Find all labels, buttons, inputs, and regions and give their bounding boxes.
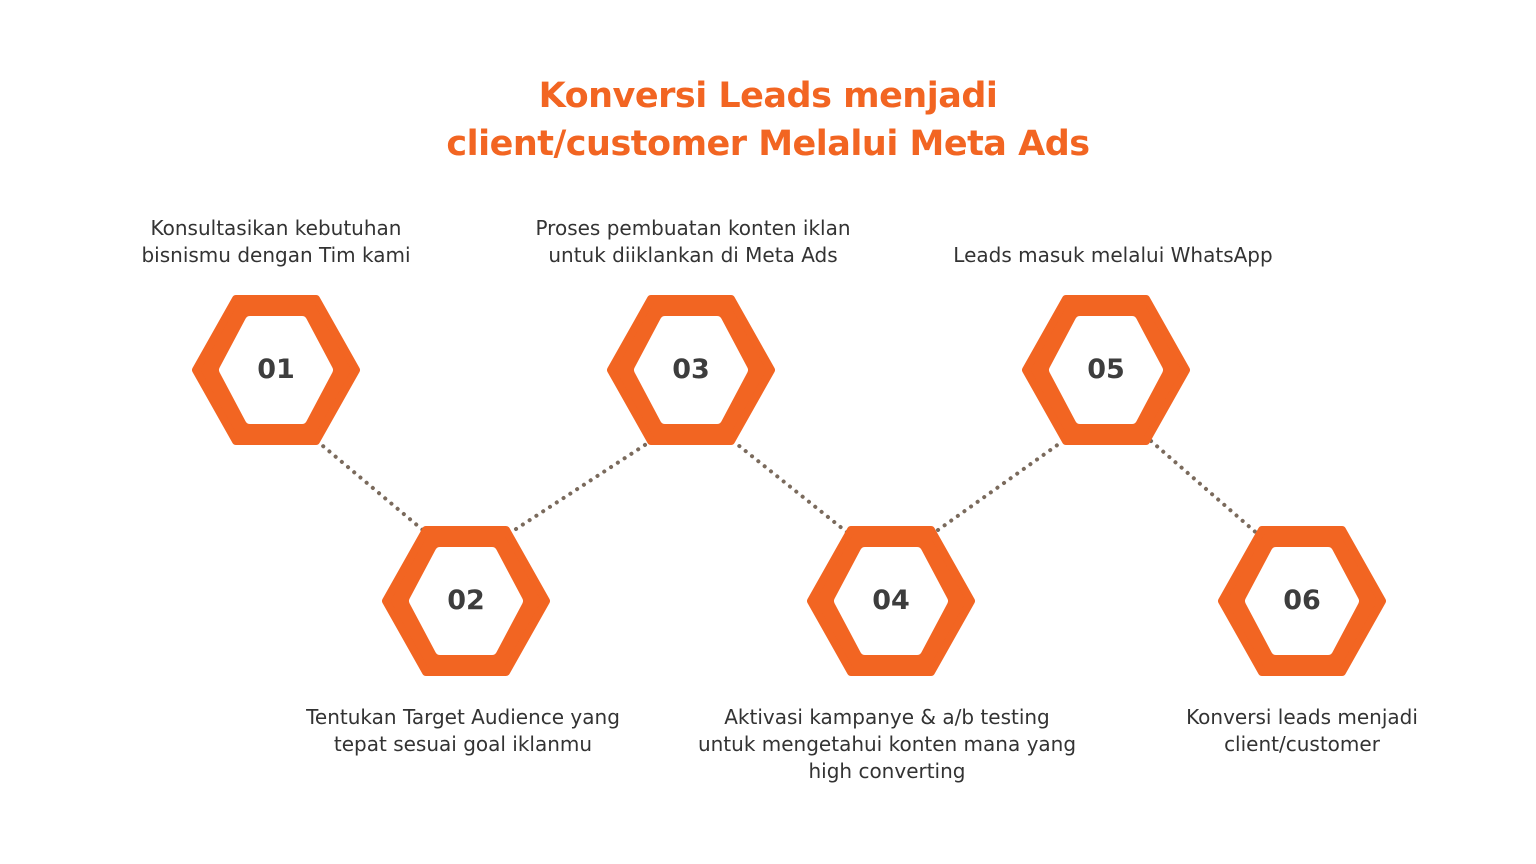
caption-line: high converting — [808, 759, 966, 783]
step-number: 06 — [1283, 585, 1321, 616]
caption-line: Konversi leads menjadi — [1186, 705, 1418, 729]
connector-05-06 — [1149, 439, 1262, 538]
step-05: 05 — [1021, 295, 1191, 445]
caption-line: untuk diiklankan di Meta Ads — [548, 243, 838, 267]
caption-line: Tentukan Target Audience yang — [306, 705, 620, 729]
step-number: 02 — [447, 585, 485, 616]
step-03: 03 — [606, 295, 776, 445]
step-number: 05 — [1087, 354, 1125, 385]
caption-line: Proses pembuatan konten iklan — [535, 216, 851, 240]
caption-line: untuk mengetahui konten mana yang — [697, 732, 1077, 756]
caption-line: tepat sesuai goal iklanmu — [333, 732, 593, 756]
step-number: 04 — [872, 585, 910, 616]
connector-01-02 — [315, 439, 426, 533]
step-02: 02 — [381, 526, 551, 676]
hexagon-icon — [1218, 526, 1386, 676]
diagram-title: Konversi Leads menjadi client/customer M… — [0, 72, 1536, 168]
hexagon-icon — [807, 526, 975, 676]
step-01-caption: Konsultasikan kebutuhan bisnismu dengan … — [56, 215, 496, 269]
connector-02-03 — [514, 439, 653, 531]
step-06-caption: Konversi leads menjadi client/customer — [1082, 704, 1522, 758]
step-04: 04 — [806, 526, 976, 676]
title-line-1: Konversi Leads menjadi — [538, 76, 998, 116]
step-02-caption: Tentukan Target Audience yang tepat sesu… — [243, 704, 683, 758]
hexagon-icon — [192, 295, 360, 445]
caption-line: Leads masuk melalui WhatsApp — [953, 243, 1273, 267]
step-06: 06 — [1217, 526, 1387, 676]
step-number: 01 — [257, 354, 295, 385]
connector-04-05 — [936, 439, 1065, 532]
hexagon-icon — [1022, 295, 1190, 445]
hexagon-icon — [607, 295, 775, 445]
step-01: 01 — [191, 295, 361, 445]
connector-03-04 — [731, 439, 850, 535]
step-03-caption: Proses pembuatan konten iklan untuk diik… — [473, 215, 913, 269]
caption-line: Konsultasikan kebutuhan — [150, 216, 402, 240]
step-04-caption: Aktivasi kampanye & a/b testing untuk me… — [667, 704, 1107, 785]
caption-line: client/customer — [1224, 732, 1380, 756]
title-line-2: client/customer Melalui Meta Ads — [446, 124, 1090, 164]
step-05-caption: Leads masuk melalui WhatsApp — [893, 242, 1333, 269]
hexagon-icon — [382, 526, 550, 676]
caption-line: bisnismu dengan Tim kami — [141, 243, 411, 267]
step-number: 03 — [672, 354, 710, 385]
caption-line: Aktivasi kampanye & a/b testing — [724, 705, 1050, 729]
